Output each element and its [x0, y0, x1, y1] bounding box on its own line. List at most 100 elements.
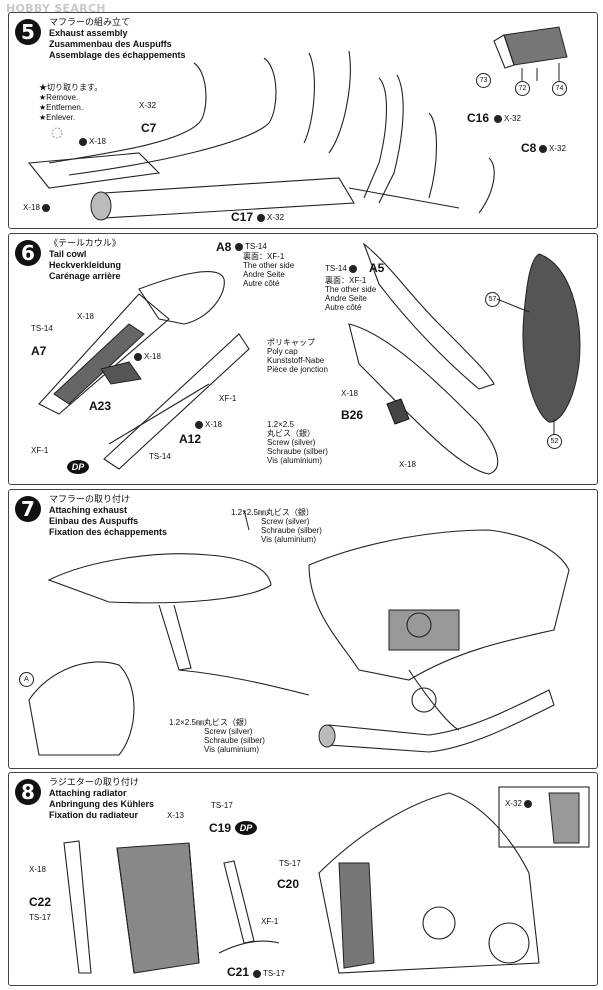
- screw-note: 1.2×2.5 丸ビス（銀） Screw (silver) Schraube (…: [267, 420, 328, 465]
- paint-x32-d: X-32: [539, 144, 566, 153]
- header-c16: [363, 77, 388, 199]
- bracket-b26: [386, 398, 410, 425]
- decal-74: 74: [552, 81, 567, 96]
- other-side-en: The other side: [243, 261, 295, 270]
- title-en: Attaching radiator: [49, 788, 127, 798]
- screw-bot-ja: 1.2×2.5㎜丸ビス（銀）: [169, 718, 252, 727]
- step-7-panel: 7 マフラーの取り付け Attaching exhaust Einbau des…: [8, 489, 598, 769]
- decal-52: 52: [547, 434, 562, 449]
- polycap-fr: Pièce de jonction: [267, 365, 328, 374]
- radiator-core: [116, 842, 200, 974]
- part-c17: C17: [231, 210, 254, 224]
- step-number: 8: [15, 779, 41, 805]
- part-c20: C20: [277, 877, 300, 891]
- title-ja: 《テールカウル》: [49, 238, 121, 248]
- radiator-bracket-c20: [223, 860, 255, 944]
- seat-cowl: [522, 253, 581, 423]
- step-6-panel: 6 《テールカウル》 Tail cowl Heckverkleidung Car…: [8, 233, 598, 485]
- paint-x18-d: X-18: [341, 389, 358, 398]
- polycap-ja: ポリキャップ: [267, 338, 315, 347]
- tail-cowl-assembly: [47, 553, 272, 604]
- paint-ts14-c: TS-14: [31, 324, 53, 333]
- exhaust-system: [328, 689, 555, 753]
- title-fr: Carénage arrière: [49, 271, 121, 281]
- paint-x18-b: X-18: [23, 203, 52, 212]
- paint-x18-b: X-18: [134, 352, 161, 361]
- subframe-a12: [103, 333, 250, 470]
- part-a8: A8: [216, 240, 232, 254]
- other-side-de: Andre Seite: [243, 270, 285, 279]
- cowl-a8: [138, 271, 225, 325]
- detail-a-view: [28, 661, 135, 756]
- exhaust-mount-illustration: [28, 509, 570, 756]
- callout-a: A: [19, 672, 34, 687]
- paint-x18-a: X-18: [77, 312, 94, 321]
- title-en: Tail cowl: [49, 249, 87, 259]
- other-side-b: 裏面：XF-1 The other side Andre Seite Autre…: [325, 276, 376, 312]
- polycap-de: Kunststoff-Nabe: [267, 356, 325, 365]
- screw-top-fr: Vis (aluminium): [261, 535, 316, 544]
- part-a5: A5: [369, 261, 385, 275]
- engine-block: [388, 609, 460, 651]
- muffler-tip: [503, 26, 568, 66]
- tail-cowl-illustration: [38, 242, 581, 475]
- paint-x18-c: X-18: [195, 420, 222, 429]
- title-en: Attaching exhaust: [49, 505, 128, 515]
- other-side-en: The other side: [325, 285, 377, 294]
- detail-inset: [498, 786, 590, 848]
- part-c7: C7: [141, 121, 157, 135]
- paint-ts17-d: TS-17: [253, 969, 285, 978]
- screw-bot-de: Schraube (silber): [204, 736, 265, 745]
- screw-bottom-note: 1.2×2.5㎜丸ビス（銀） Screw (silver) Schraube (…: [169, 718, 265, 754]
- paint-x32-a: X-32: [139, 101, 156, 110]
- title-fr: Fixation du radiateur: [49, 810, 139, 820]
- paint-xf1: XF-1: [261, 917, 279, 926]
- step-5-panel: 5 マフラーの組み立て Exhaust assembly Zusammenbau…: [8, 12, 598, 229]
- remove-fr: ★Enlever.: [39, 113, 76, 122]
- remove-en: ★Remove.: [39, 93, 79, 102]
- title-ja: マフラーの取り付け: [49, 494, 131, 504]
- paint-ts17-c: TS-17: [29, 913, 51, 922]
- paint-ts14-a: TS-14: [235, 242, 267, 251]
- screw-top-ja: 1.2×2.5㎜丸ビス（銀）: [231, 508, 314, 517]
- title-fr: Fixation des échappements: [49, 527, 168, 537]
- step-number: 6: [15, 240, 41, 266]
- paint-ts17-a: TS-17: [211, 801, 233, 810]
- paint-x32-b: X-32: [257, 213, 284, 222]
- part-c8: C8: [521, 141, 537, 155]
- dp-badge: DP: [235, 821, 257, 835]
- step-title: マフラーの組み立て Exhaust assembly Zusammenbau d…: [49, 17, 186, 61]
- screw-en: Screw (silver): [267, 438, 316, 447]
- screw-bot-fr: Vis (aluminium): [204, 745, 259, 754]
- watermark: HOBBY SEARCH: [6, 2, 106, 15]
- paint-x32-c: X-32: [494, 114, 521, 123]
- paint-ts17-b: TS-17: [279, 859, 301, 868]
- part-c16: C16: [467, 111, 490, 125]
- paint-xf1-a: XF-1: [219, 394, 237, 403]
- title-ja: ラジエターの取り付け: [49, 777, 139, 787]
- screw-size: 1.2×2.5: [267, 420, 294, 429]
- collector: [103, 177, 355, 219]
- decal-57: 57: [485, 292, 500, 307]
- cowl-a5: [362, 242, 495, 390]
- remove-de: ★Entfernen.: [39, 103, 84, 112]
- paint-x18: X-18: [29, 865, 46, 874]
- header-pipe-a: [48, 62, 207, 164]
- part-c19: C19: [209, 821, 232, 835]
- step-number: 5: [15, 19, 41, 45]
- part-c21: C21: [227, 965, 250, 979]
- step-8-panel: 8 ラジエターの取り付け Attaching radiator Anbringu…: [8, 772, 598, 986]
- decal-73: 73: [476, 73, 491, 88]
- dp-badge: DP: [67, 460, 89, 474]
- screw-de: Schraube (silber): [267, 447, 328, 456]
- paint-x18-e: X-18: [399, 460, 416, 469]
- title-de: Zusammenbau des Auspuffs: [49, 39, 172, 49]
- other-side-a: 裏面：XF-1 The other side Andre Seite Autre…: [243, 252, 294, 288]
- paint-x13: X-13: [167, 811, 184, 820]
- title-de: Heckverkleidung: [49, 260, 122, 270]
- part-a12: A12: [179, 432, 202, 446]
- part-b26: B26: [341, 408, 364, 422]
- paint-ts14-d: TS-14: [149, 452, 171, 461]
- paint-x18-a: X-18: [79, 137, 106, 146]
- polycap-note: ポリキャップ Poly cap Kunststoff-Nabe Pièce de…: [267, 338, 328, 374]
